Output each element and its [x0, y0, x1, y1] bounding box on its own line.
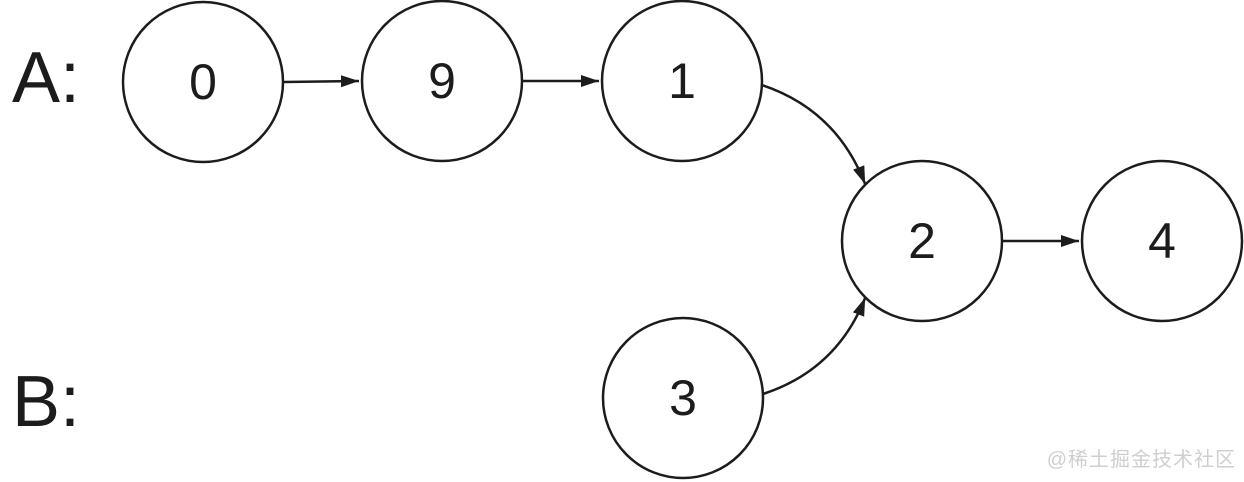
watermark: @稀土掘金技术社区 — [1046, 449, 1236, 471]
list-b-label: B: — [12, 362, 80, 442]
node-value: 2 — [908, 213, 936, 269]
node-circle — [840, 159, 1004, 323]
node-circle — [121, 0, 285, 164]
list-node-0: 0 — [121, 0, 285, 164]
node-circle — [1080, 159, 1244, 323]
edges-layer — [283, 75, 1079, 396]
node-value: 1 — [668, 53, 696, 109]
node-value: 0 — [189, 54, 217, 110]
node-circle — [600, 0, 764, 163]
node-value: 3 — [669, 370, 697, 426]
list-a-label: A: — [12, 38, 80, 118]
edge-arrow-0-to-9 — [283, 75, 360, 88]
nodes-layer: 0 9 1 2 4 3 — [121, 0, 1244, 480]
list-node-2: 2 — [840, 159, 1004, 323]
node-circle — [360, 0, 524, 163]
node-circle — [601, 316, 765, 480]
list-node-3: 3 — [601, 316, 765, 480]
edge-arrow-1-to-2 — [761, 83, 867, 185]
node-value: 9 — [428, 53, 456, 109]
list-node-4: 4 — [1080, 159, 1244, 323]
edge-arrow-3-to-2 — [762, 297, 867, 396]
list-node-1: 1 — [600, 0, 764, 163]
list-node-9: 9 — [360, 0, 524, 163]
node-value: 4 — [1148, 213, 1176, 269]
